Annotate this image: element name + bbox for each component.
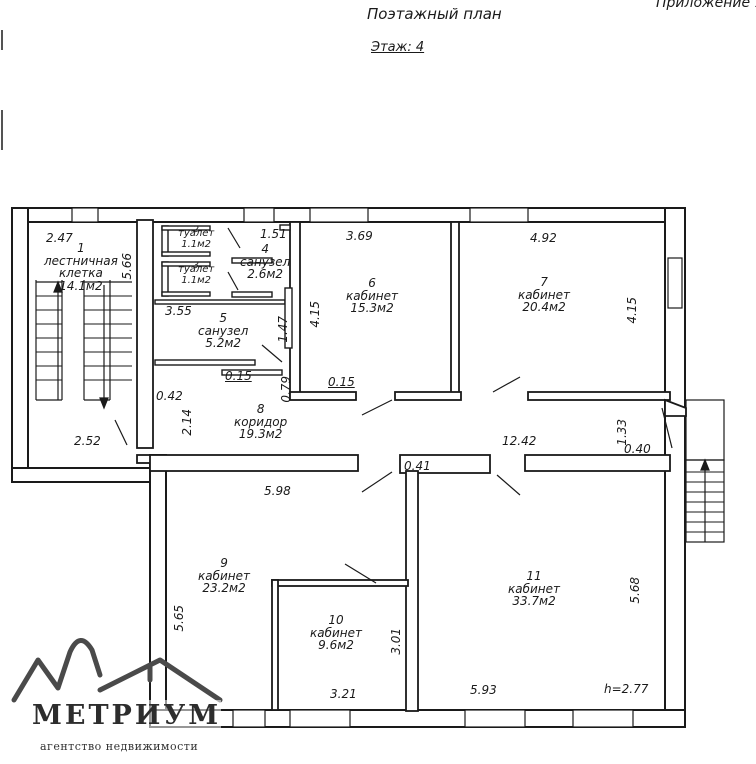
dim-0-40: 0.40 xyxy=(624,442,651,456)
dim-0-42: 0.42 xyxy=(156,389,183,403)
room-1-area: 14.1м2 xyxy=(59,278,103,293)
room-1-name-1: лестничная xyxy=(44,253,118,268)
dim-4-15-a: 4.15 xyxy=(308,300,323,328)
dim-5-66: 5.66 xyxy=(120,252,135,280)
stairs-inner xyxy=(35,280,132,401)
room-10-name: кабинет xyxy=(310,625,363,640)
room-10-area: 9.6м2 xyxy=(318,638,354,653)
room-6-area: 15.3м2 xyxy=(350,301,394,316)
room-4-area: 2.6м2 xyxy=(247,267,284,282)
room-5-name: санузел xyxy=(198,323,249,338)
room-3-number: 3 xyxy=(193,261,199,271)
room-9-label: 9 кабинет 23.2м2 xyxy=(198,557,250,595)
dim-0-41: 0.41 xyxy=(404,459,431,473)
room-6-name: кабинет xyxy=(346,288,399,303)
room-2-area: 1.1м2 xyxy=(181,238,212,250)
outer-walls xyxy=(11,207,686,728)
plan-title: Поэтажный план xyxy=(367,5,502,23)
floor-label: Этаж: 4 xyxy=(371,40,425,55)
room-4-label: 4 санузел 2.6м2 xyxy=(240,243,290,281)
dim-1-51: 1.51 xyxy=(260,227,287,241)
room-7-number: 7 xyxy=(540,275,548,289)
stair-arrows xyxy=(53,280,109,410)
room-1-name-2: клетка xyxy=(58,266,103,281)
room-7-label: 7 кабинет 20.4м2 xyxy=(518,276,570,314)
door-swings xyxy=(114,227,673,584)
room-3-label: 3 туалет 1.1м2 xyxy=(178,261,215,286)
room-11-number: 11 xyxy=(526,569,542,583)
room-8-name: коридор xyxy=(234,414,288,429)
dim-4-15-b: 4.15 xyxy=(625,296,640,324)
room-2-name: туалет xyxy=(178,228,215,240)
dim-1-47: 1.47 xyxy=(276,315,291,343)
agency-logo-tagline: агентство недвижимости xyxy=(40,740,199,753)
dim-3-55: 3.55 xyxy=(165,304,192,318)
room-10-label: 10 кабинет 9.6м2 xyxy=(310,614,362,652)
dim-5-65: 5.65 xyxy=(172,604,187,632)
dim-3-21: 3.21 xyxy=(330,687,357,701)
room-4-name: санузел xyxy=(240,254,291,269)
dim-12-42: 12.42 xyxy=(502,434,537,448)
agency-logo-name: МЕТРИУМ xyxy=(32,700,222,731)
dim-0-15-b: 0.15 xyxy=(328,375,355,389)
room-7-name: кабинет xyxy=(518,287,571,302)
room-9-area: 23.2м2 xyxy=(202,581,246,596)
room-1-label: 1 лестничная клетка 14.1м2 xyxy=(44,242,118,292)
stairs-outer-arrow xyxy=(700,458,710,542)
room-5-label: 5 санузел 5.2м2 xyxy=(198,312,248,350)
room-11-name: кабинет xyxy=(508,581,561,596)
room-1-number: 1 xyxy=(77,241,85,255)
room-9-name: кабинет xyxy=(198,568,251,583)
bath-partitions xyxy=(154,224,293,376)
dim-5-68: 5.68 xyxy=(628,576,643,604)
room-3-area: 1.1м2 xyxy=(181,274,212,286)
dim-0-79: 0.79 xyxy=(279,375,294,403)
room-2-number: 2 xyxy=(193,225,199,235)
room-10-number: 10 xyxy=(328,613,344,627)
room-3-name: туалет xyxy=(178,264,215,276)
dim-3-69: 3.69 xyxy=(346,229,373,243)
room-9-number: 9 xyxy=(220,556,228,570)
dim-2-47: 2.47 xyxy=(46,231,73,245)
room-11-label: 11 кабинет 33.7м2 xyxy=(508,570,560,608)
dim-2-14: 2.14 xyxy=(180,408,195,436)
room-8-label: 8 коридор 19.3м2 xyxy=(234,403,287,441)
room-4-number: 4 xyxy=(261,242,269,256)
dim-height: h=2.77 xyxy=(604,682,649,696)
room-8-area: 19.3м2 xyxy=(238,427,283,442)
windows xyxy=(71,207,683,728)
dim-4-92: 4.92 xyxy=(530,231,557,245)
room-8-number: 8 xyxy=(256,402,265,416)
dim-0-15-a: 0.15 xyxy=(225,369,252,383)
dim-3-01: 3.01 xyxy=(389,627,404,655)
room-11-area: 33.7м2 xyxy=(512,594,556,609)
room-7-area: 20.4м2 xyxy=(522,300,566,315)
dim-5-98: 5.98 xyxy=(264,484,291,498)
room-5-number: 5 xyxy=(219,311,227,325)
room-6-number: 6 xyxy=(368,276,376,290)
dim-1-33: 1.33 xyxy=(615,418,630,446)
stair-treads-right xyxy=(84,295,132,381)
appendix-label: Приложение 1 xyxy=(656,0,756,11)
room-6-label: 6 кабинет 15.3м2 xyxy=(346,277,398,315)
room-5-area: 5.2м2 xyxy=(205,336,242,351)
inner-walls xyxy=(136,219,687,712)
logo-graphic xyxy=(11,638,223,703)
dim-2-52: 2.52 xyxy=(74,434,101,448)
dim-5-93: 5.93 xyxy=(470,683,497,697)
room-2-label: 2 туалет 1.1м2 xyxy=(178,225,215,250)
